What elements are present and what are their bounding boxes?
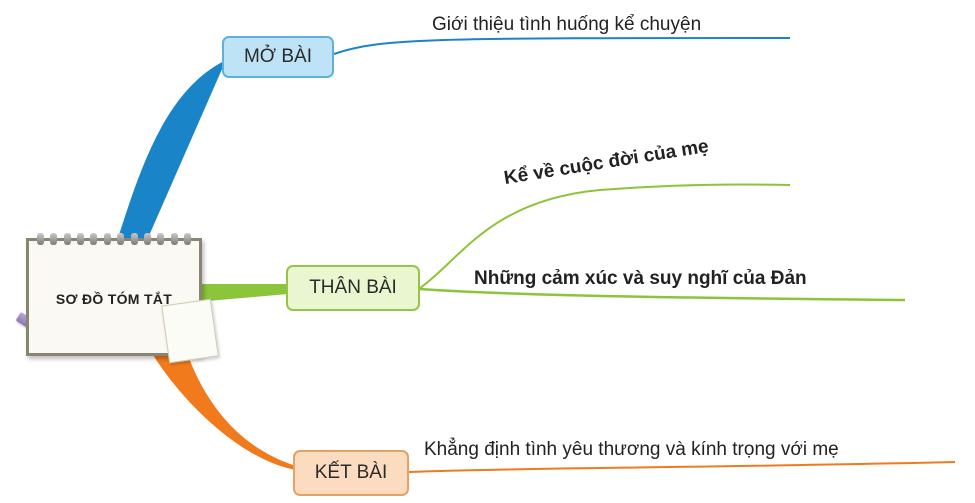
central-topic-notebook: SƠ ĐỒ TÓM TẮT [26, 233, 202, 356]
leaf-line-mo-bai [333, 37, 791, 55]
spiral-binding [37, 233, 191, 245]
leaf-ket-bai-1: Khẳng định tình yêu thương và kính trọng… [424, 439, 839, 460]
branch-connector-ket-bai [150, 350, 296, 470]
node-than-bai-label: THÂN BÀI [309, 277, 397, 298]
leaf-line-ket-bai [408, 461, 956, 473]
leaf-line-than-bai-2 [419, 287, 906, 302]
branch-connector-mo-bai [118, 60, 226, 238]
leaf-line-than-bai-1 [419, 183, 791, 289]
central-topic-title: SƠ ĐỒ TÓM TẮT [55, 291, 173, 307]
branch-connector-than-bai [196, 284, 288, 302]
node-ket-bai-label: KẾT BÀI [314, 462, 388, 483]
leaf-mo-bai-1: Giới thiệu tình huống kể chuyện [432, 14, 702, 35]
node-mo-bai: MỞ BÀI [222, 36, 334, 78]
node-than-bai: THÂN BÀI [286, 265, 420, 311]
paper-sheet-icon [161, 298, 219, 364]
leaf-than-bai-2: Những cảm xúc và suy nghĩ của Đản [474, 268, 807, 289]
node-ket-bai: KẾT BÀI [293, 450, 409, 496]
node-mo-bai-label: MỞ BÀI [243, 46, 313, 67]
